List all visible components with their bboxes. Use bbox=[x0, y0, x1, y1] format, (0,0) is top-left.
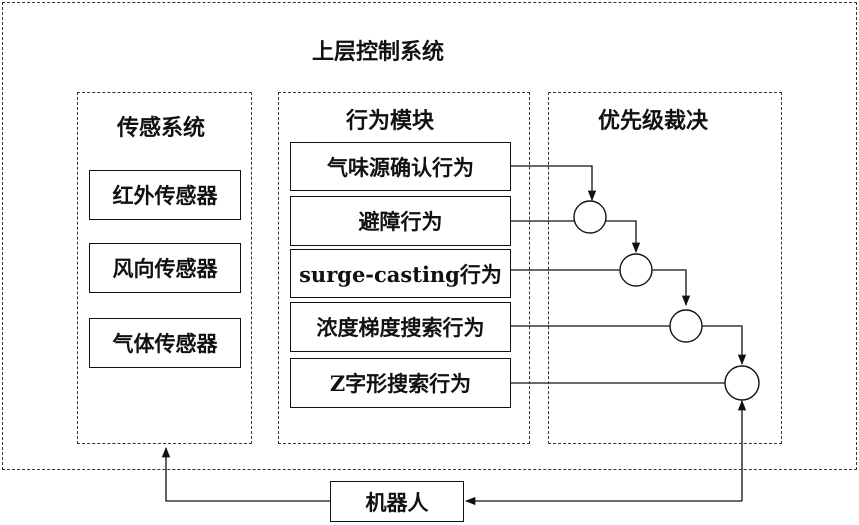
arrow-node3-node4 bbox=[702, 325, 747, 366]
arrow-node2-node3 bbox=[652, 269, 691, 307]
priority-arbitration-frame bbox=[548, 92, 782, 444]
sensing-system-title: 传感系统 bbox=[117, 115, 206, 141]
zigzag-search-behavior-box: Z字形搜索行为 bbox=[290, 358, 511, 408]
odor-confirm-behavior-box: 气味源确认行为 bbox=[290, 142, 511, 191]
infrared-sensor-box: 红外传感器 bbox=[89, 170, 241, 220]
arbitration-node-3 bbox=[669, 309, 703, 343]
arbitration-node-2 bbox=[619, 253, 653, 287]
arbitration-node-1 bbox=[573, 200, 607, 234]
robot-box: 机器人 bbox=[330, 481, 464, 522]
arbitration-node-4 bbox=[724, 365, 760, 401]
upper-control-system-frame bbox=[2, 2, 857, 470]
priority-arbitration-title: 优先级裁决 bbox=[598, 108, 709, 134]
behavior-module-title: 行为模块 bbox=[346, 108, 435, 134]
wind-sensor-box: 风向传感器 bbox=[89, 243, 241, 293]
behavior-module-frame bbox=[278, 92, 530, 444]
sensing-system-frame bbox=[77, 92, 252, 444]
arrow-odor-confirm bbox=[510, 165, 597, 202]
gradient-search-behavior-box: 浓度梯度搜索行为 bbox=[290, 302, 511, 352]
surge-casting-behavior-box: surge-casting行为 bbox=[290, 249, 511, 298]
gas-sensor-box: 气体传感器 bbox=[89, 318, 241, 368]
arrow-robot-sensing bbox=[161, 446, 330, 502]
upper-control-system-title: 上层控制系统 bbox=[312, 39, 445, 65]
arrow-node1-node2 bbox=[606, 220, 641, 254]
obstacle-avoid-behavior-box: 避障行为 bbox=[290, 196, 511, 246]
